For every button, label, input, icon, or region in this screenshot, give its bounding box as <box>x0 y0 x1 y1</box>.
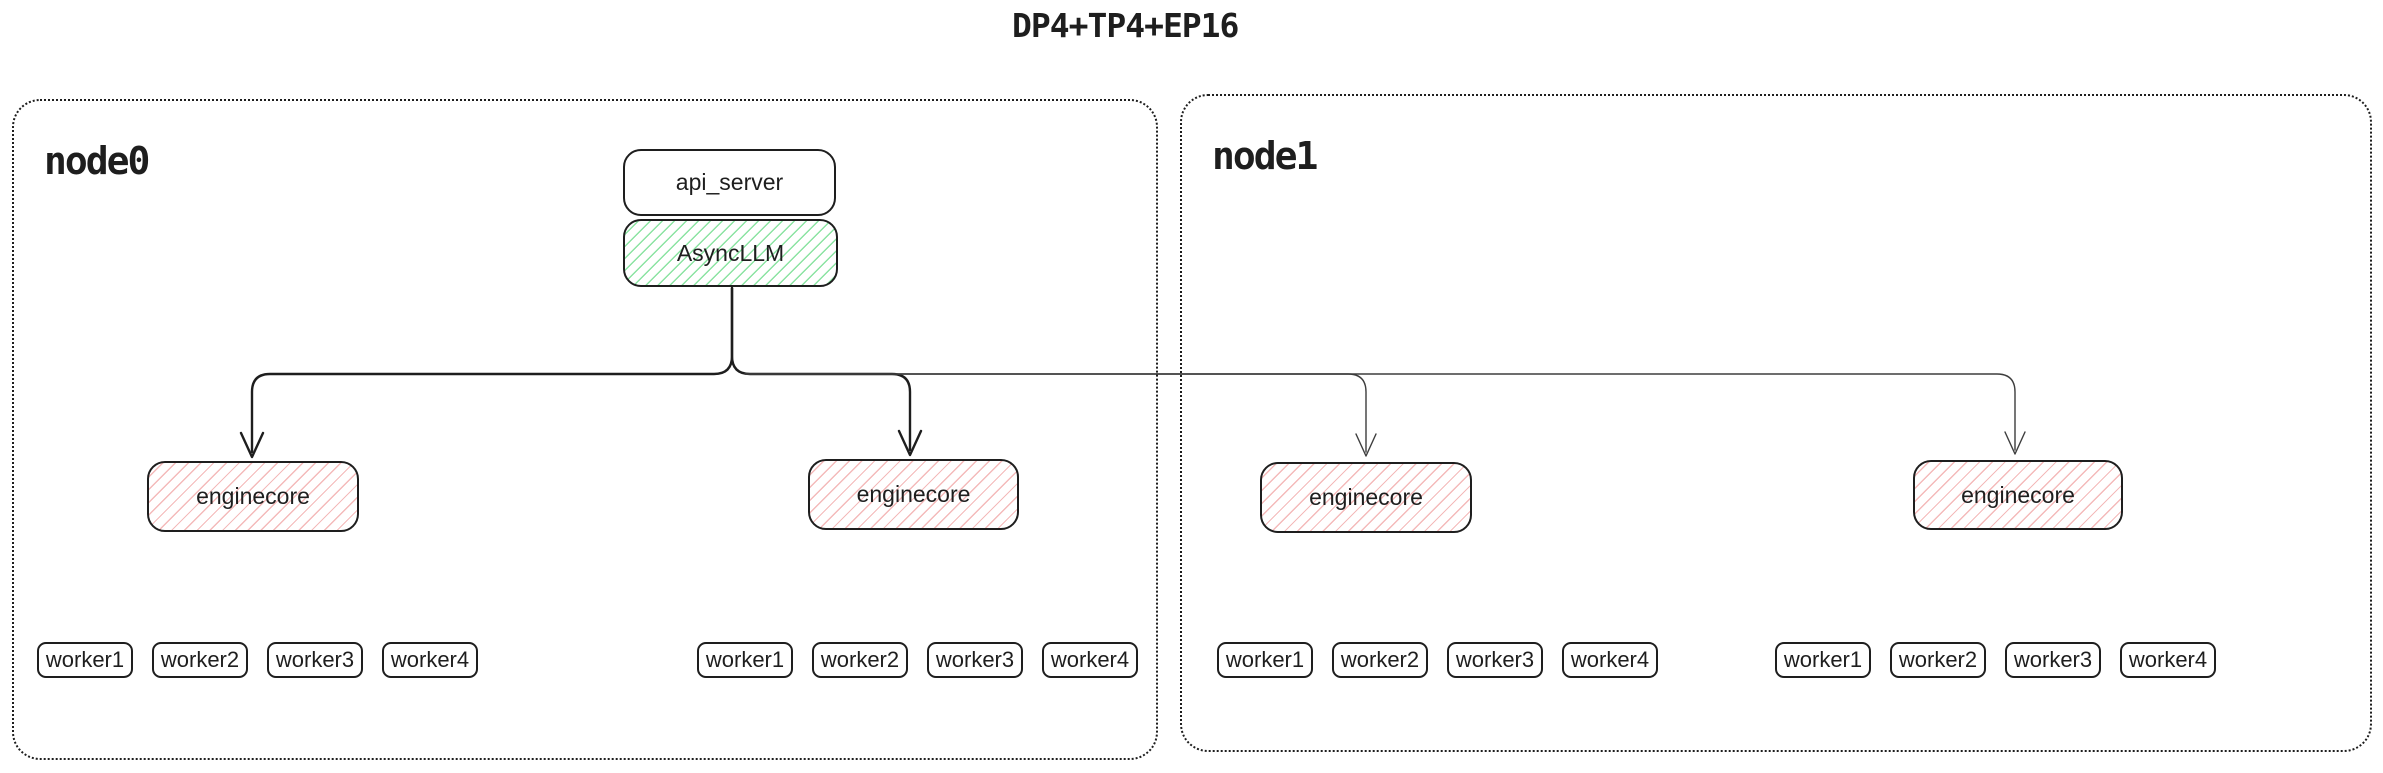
worker-box: worker1 <box>37 642 133 678</box>
worker-box: worker3 <box>1447 642 1543 678</box>
node1-worker-group-1: worker1 worker2 worker3 worker4 <box>1217 642 1658 678</box>
worker-box: worker4 <box>1562 642 1658 678</box>
node1-label: node1 <box>1212 134 1318 178</box>
node1-container: node1 <box>1180 94 2372 752</box>
worker-box: worker2 <box>1332 642 1428 678</box>
node0-worker-group-1: worker1 worker2 worker3 worker4 <box>37 642 478 678</box>
worker-box: worker4 <box>382 642 478 678</box>
node1-worker-group-2: worker1 worker2 worker3 worker4 <box>1775 642 2216 678</box>
worker-box: worker2 <box>152 642 248 678</box>
node1-enginecore2-box: enginecore <box>1913 460 2123 530</box>
worker-box: worker3 <box>2005 642 2101 678</box>
node0-container: node0 <box>12 99 1158 760</box>
worker-box: worker3 <box>267 642 363 678</box>
node1-enginecore1-box: enginecore <box>1260 462 1472 533</box>
worker-box: worker2 <box>1890 642 1986 678</box>
node0-enginecore1-box: enginecore <box>147 461 359 532</box>
worker-box: worker3 <box>927 642 1023 678</box>
async-llm-box: AsyncLLM <box>623 219 838 287</box>
worker-box: worker1 <box>697 642 793 678</box>
diagram-title: DP4+TP4+EP16 <box>1012 6 1239 45</box>
worker-box: worker2 <box>812 642 908 678</box>
node0-enginecore2-box: enginecore <box>808 459 1019 530</box>
worker-box: worker1 <box>1775 642 1871 678</box>
node0-worker-group-2: worker1 worker2 worker3 worker4 <box>697 642 1138 678</box>
node0-label: node0 <box>44 139 150 183</box>
worker-box: worker4 <box>1042 642 1138 678</box>
worker-box: worker1 <box>1217 642 1313 678</box>
worker-box: worker4 <box>2120 642 2216 678</box>
api-server-box: api_server <box>623 149 836 216</box>
